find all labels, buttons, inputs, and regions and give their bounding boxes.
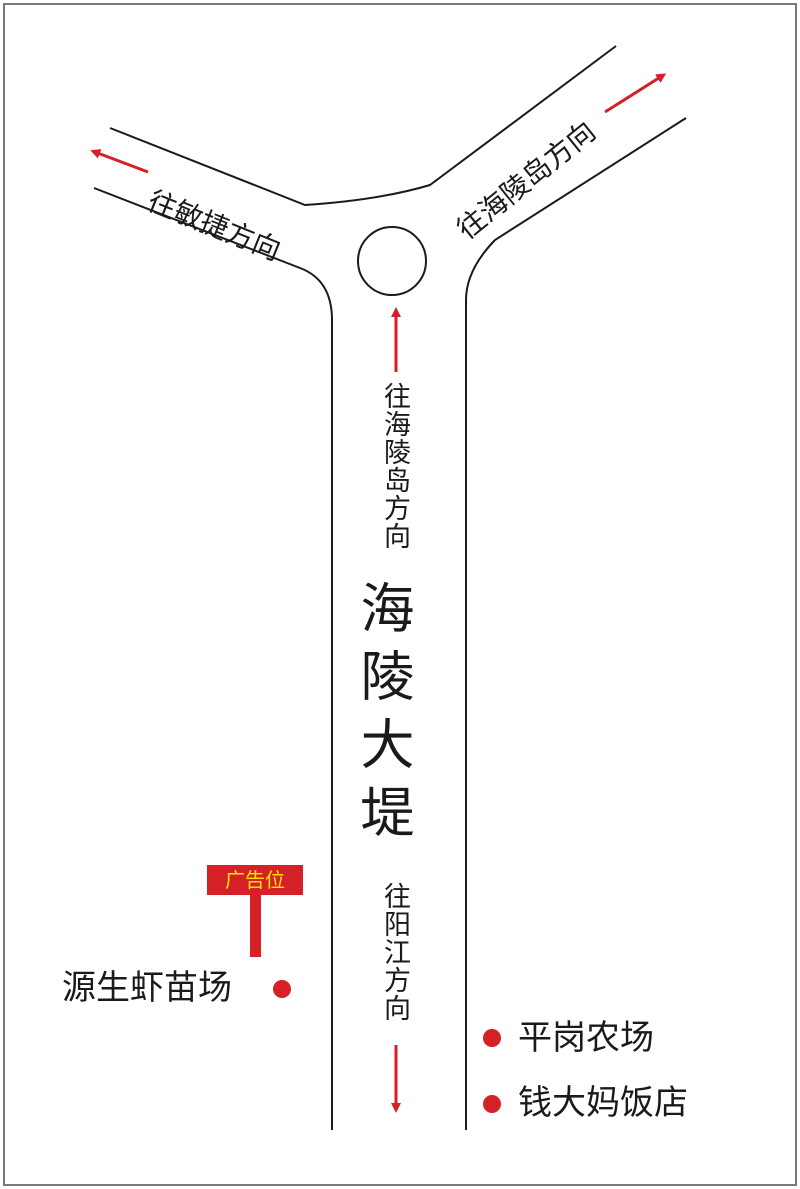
marker-qian-restaurant bbox=[483, 1095, 501, 1113]
place-qian-restaurant: 钱大妈饭店 bbox=[518, 1083, 688, 1123]
road-name-label: 海陵大堤 bbox=[351, 580, 414, 852]
arrow-to-hailing-diagonal bbox=[604, 73, 667, 114]
map-frame bbox=[3, 3, 797, 1186]
label-to-hailing-vertical: 往海陵岛方向 bbox=[379, 382, 410, 550]
arrow-to-minjie bbox=[90, 149, 149, 174]
marker-shrimp-farm bbox=[273, 980, 291, 998]
ad-sign-post bbox=[250, 895, 261, 957]
marker-pinggang-farm bbox=[483, 1029, 501, 1047]
ad-sign-board bbox=[207, 865, 303, 895]
label-to-yangjiang: 往阳江方向 bbox=[379, 882, 410, 1022]
ad-sign: 广告位 bbox=[207, 865, 303, 895]
place-pinggang-farm: 平岗农场 bbox=[518, 1018, 654, 1058]
roundabout bbox=[357, 226, 427, 296]
road-edge-top bbox=[109, 45, 617, 207]
road-edge-left bbox=[93, 187, 333, 1130]
ad-sign-label: 广告位 bbox=[225, 868, 285, 892]
road-edge-right bbox=[465, 117, 687, 1130]
place-shrimp-farm: 源生虾苗场 bbox=[62, 968, 232, 1008]
